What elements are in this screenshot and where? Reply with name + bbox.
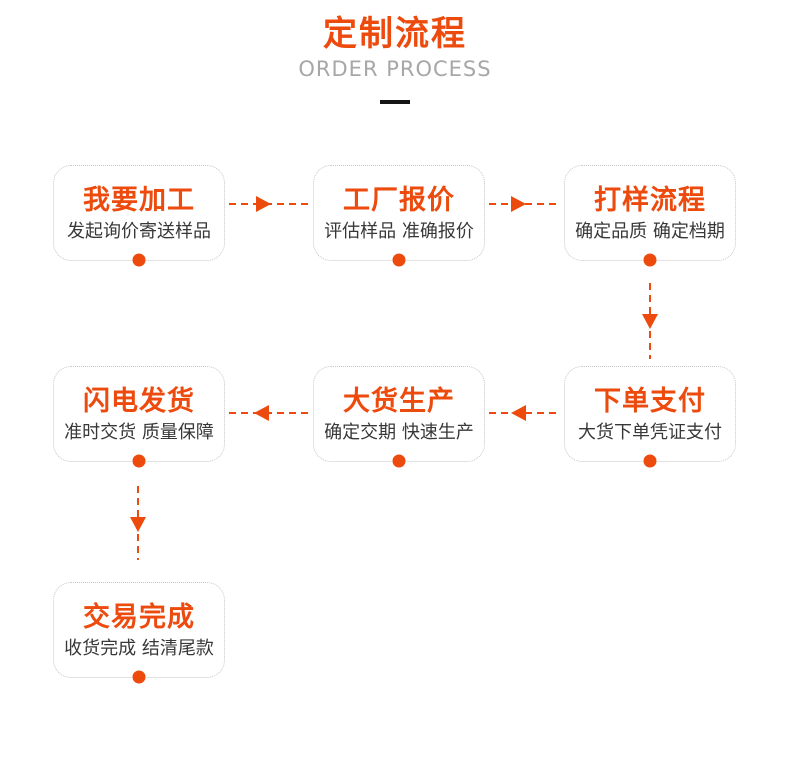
step-desc: 收货完成 结清尾款 <box>64 638 214 659</box>
step-title: 下单支付 <box>594 386 706 417</box>
step-card-3: 打样流程 确定品质 确定档期 <box>564 165 736 267</box>
arrow-left-icon <box>229 404 309 422</box>
step-node-dot-icon <box>132 670 146 684</box>
step-title: 打样流程 <box>594 185 706 216</box>
step-desc: 大货下单凭证支付 <box>578 422 722 443</box>
step-title: 工厂报价 <box>343 185 455 216</box>
page-subtitle: ORDER PROCESS <box>298 56 492 81</box>
arrowhead-left-icon <box>511 405 526 421</box>
header: 定制流程 ORDER PROCESS <box>0 0 790 104</box>
arrow-left-icon <box>489 404 560 422</box>
step-title: 大货生产 <box>343 386 455 417</box>
step-title: 我要加工 <box>83 185 195 216</box>
arrow-down-icon <box>641 283 659 359</box>
step-desc: 确定交期 快速生产 <box>324 422 474 443</box>
step-card-6: 闪电发货 准时交货 质量保障 <box>53 366 225 468</box>
step-node-dot-icon <box>392 253 406 267</box>
arrowhead-right-icon <box>256 196 271 212</box>
dashed-line <box>229 412 309 414</box>
step-desc: 确定品质 确定档期 <box>575 221 725 242</box>
step-card-1: 我要加工 发起询价寄送样品 <box>53 165 225 267</box>
title-divider <box>380 99 410 104</box>
step-title: 交易完成 <box>83 602 195 633</box>
step-node-dot-icon <box>643 454 657 468</box>
step-title: 闪电发货 <box>83 386 195 417</box>
arrow-right-icon <box>229 195 309 213</box>
step-node-dot-icon <box>132 454 146 468</box>
page-title: 定制流程 <box>323 14 467 54</box>
arrow-down-icon <box>129 486 147 560</box>
step-card-7: 交易完成 收货完成 结清尾款 <box>53 582 225 684</box>
step-card-4: 下单支付 大货下单凭证支付 <box>564 366 736 468</box>
step-node-dot-icon <box>132 253 146 267</box>
step-desc: 评估样品 准确报价 <box>324 221 474 242</box>
arrow-right-icon <box>489 195 560 213</box>
step-node-dot-icon <box>643 253 657 267</box>
step-node-dot-icon <box>392 454 406 468</box>
step-card-5: 大货生产 确定交期 快速生产 <box>313 366 485 468</box>
arrowhead-down-icon <box>642 314 658 329</box>
step-desc: 发起询价寄送样品 <box>67 221 211 242</box>
arrowhead-left-icon <box>254 405 269 421</box>
step-desc: 准时交货 质量保障 <box>64 422 214 443</box>
step-card-2: 工厂报价 评估样品 准确报价 <box>313 165 485 267</box>
arrowhead-down-icon <box>130 517 146 532</box>
arrowhead-right-icon <box>511 196 526 212</box>
